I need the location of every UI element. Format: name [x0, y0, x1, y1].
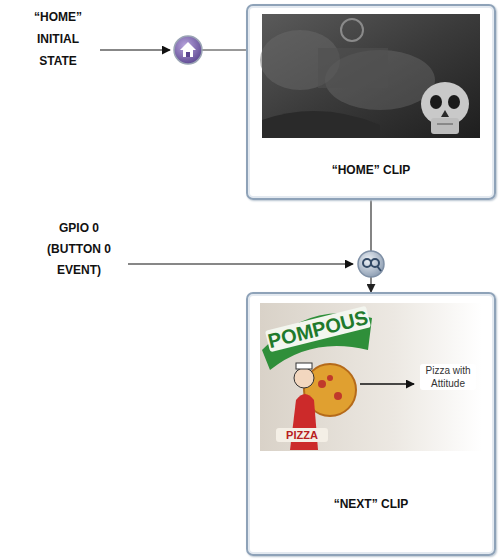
logo-text: PIZZA — [276, 428, 328, 442]
callout-label: GPIO 0 (BUTTON 0 EVENT) — [36, 218, 122, 281]
image-area — [248, 6, 494, 142]
leader-arrow — [100, 49, 170, 50]
callout-label: “HOME” INITIAL STATE — [24, 6, 92, 72]
icon-wire — [202, 50, 246, 51]
caption-area: “HOME” CLIP — [248, 142, 494, 198]
logo-text: Pizza with Attitude — [420, 364, 476, 390]
caption-area: “NEXT” CLIP — [248, 454, 494, 554]
clip-box: “HOME” CLIP — [246, 4, 496, 200]
event-icon — [358, 251, 384, 277]
clip-caption: “HOME” CLIP — [326, 159, 417, 181]
flow-connector — [370, 200, 371, 292]
next-clip-image — [260, 303, 482, 451]
clip-caption: “NEXT” CLIP — [328, 493, 415, 515]
home-clip-image — [260, 14, 480, 138]
home-icon — [174, 36, 202, 64]
leader-arrow — [128, 263, 353, 264]
